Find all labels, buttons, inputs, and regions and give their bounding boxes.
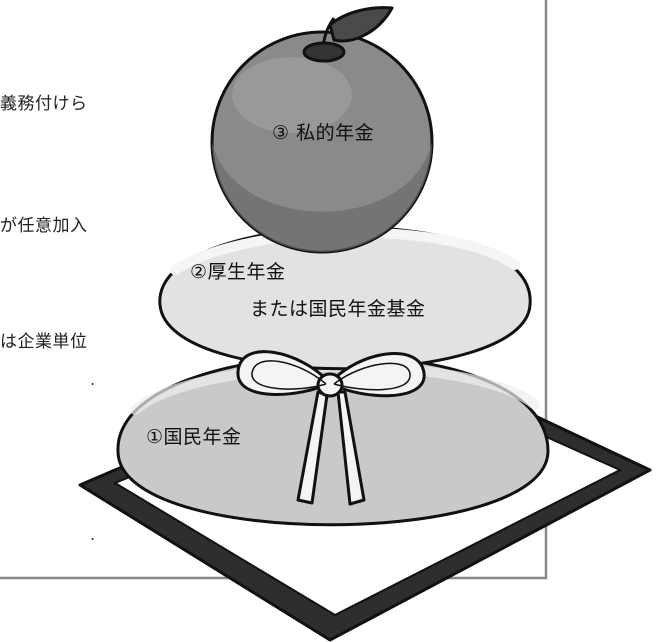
label-national-pension: ①国民年金 — [146, 426, 242, 448]
side-text-line1: 義務付けら — [0, 94, 88, 114]
side-text-line2: が任意加入 — [0, 216, 88, 236]
label-employees-pension: ②厚生年金 — [190, 261, 286, 283]
label-private-pension: ③ 私的年金 — [272, 122, 375, 144]
mikan-orange — [210, 30, 434, 254]
mikan-leaf — [302, 6, 394, 63]
side-dot-2: . — [90, 525, 96, 544]
side-text-line3: は企業単位 — [0, 332, 88, 352]
side-dot-1: . — [90, 370, 96, 389]
label-pension-fund: または国民年金基金 — [250, 298, 426, 320]
